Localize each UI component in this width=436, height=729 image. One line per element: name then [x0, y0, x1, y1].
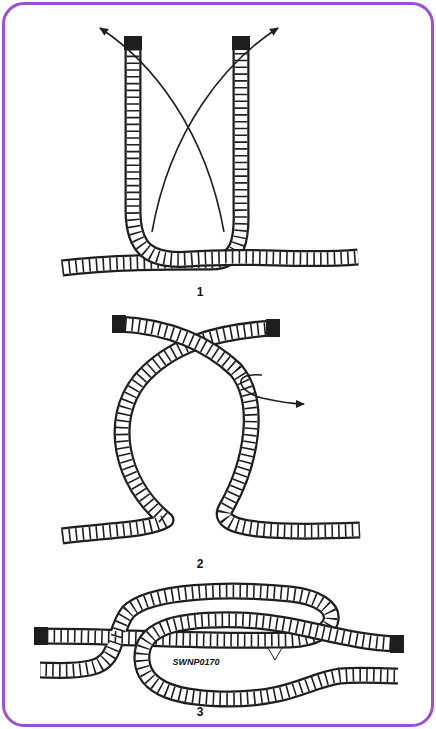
tuck-arrow	[241, 375, 304, 404]
step-number: 3	[197, 706, 204, 719]
figure-code: SWNP0170	[172, 658, 219, 668]
step-number: 1	[197, 286, 204, 299]
step-number: 2	[197, 558, 204, 571]
step-3-knot	[34, 591, 404, 699]
crossing-arrows	[100, 28, 278, 232]
step-1-rope	[62, 36, 358, 268]
step-2-rope	[62, 315, 360, 536]
